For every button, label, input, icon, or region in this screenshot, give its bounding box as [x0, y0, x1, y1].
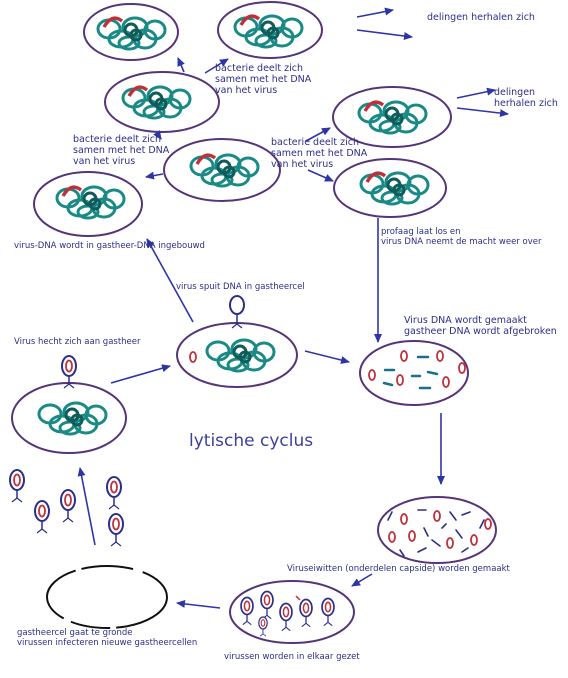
- label-proteins: Viruseiwitten (onderdelen capside) worde…: [287, 564, 510, 574]
- label-inject: virus spuit DNA in gastheercel: [176, 282, 305, 292]
- arrows: [77, 7, 509, 609]
- infected-cell: [176, 295, 298, 388]
- label-attach: Virus hecht zich aan gastheer: [14, 337, 141, 347]
- dna-replication-cell: [359, 340, 469, 406]
- lysed-cell: [46, 565, 168, 629]
- lysogenic-cell-mid-right-bottom: [333, 158, 447, 218]
- label-divide-top: bacterie deelt zich samen met het DNA va…: [215, 63, 312, 96]
- label-repeat-top: delingen herhalen zich: [427, 12, 535, 23]
- label-integrated: virus-DNA wordt in gastheer-DNA ingebouw…: [14, 241, 205, 251]
- label-dna-made: Virus DNA wordt gemaakt gastheer DNA wor…: [404, 315, 557, 337]
- label-divide-mid: bacterie deelt zich samen met het DNA va…: [271, 137, 368, 170]
- lysogenic-cell-left: [33, 171, 143, 237]
- label-lysis: gastheercel gaat te gronde virussen infe…: [17, 628, 198, 648]
- label-assembled: virussen worden in elkaar gezet: [224, 652, 360, 662]
- lysogenic-cell-top-right: [217, 1, 323, 59]
- lysogenic-cell-top-left: [83, 3, 179, 61]
- attachment-cell: [11, 355, 127, 454]
- title-lytic-cycle: lytische cyclus: [189, 431, 314, 451]
- capsid-synthesis-cell: [377, 496, 497, 564]
- lysogenic-cell-second: [104, 71, 220, 133]
- label-divide-left: bacterie deelt zich samen met het DNA va…: [73, 134, 170, 167]
- label-prophage-release: profaag laat los en virus DNA neemt de m…: [381, 227, 542, 247]
- assembly-cell: [229, 580, 355, 644]
- lysogenic-cell-mid-right-top: [332, 86, 452, 148]
- lysogenic-cell-center: [163, 138, 281, 202]
- released-phages: [9, 469, 124, 547]
- label-repeat-right: delingen herhalen zich: [494, 87, 558, 109]
